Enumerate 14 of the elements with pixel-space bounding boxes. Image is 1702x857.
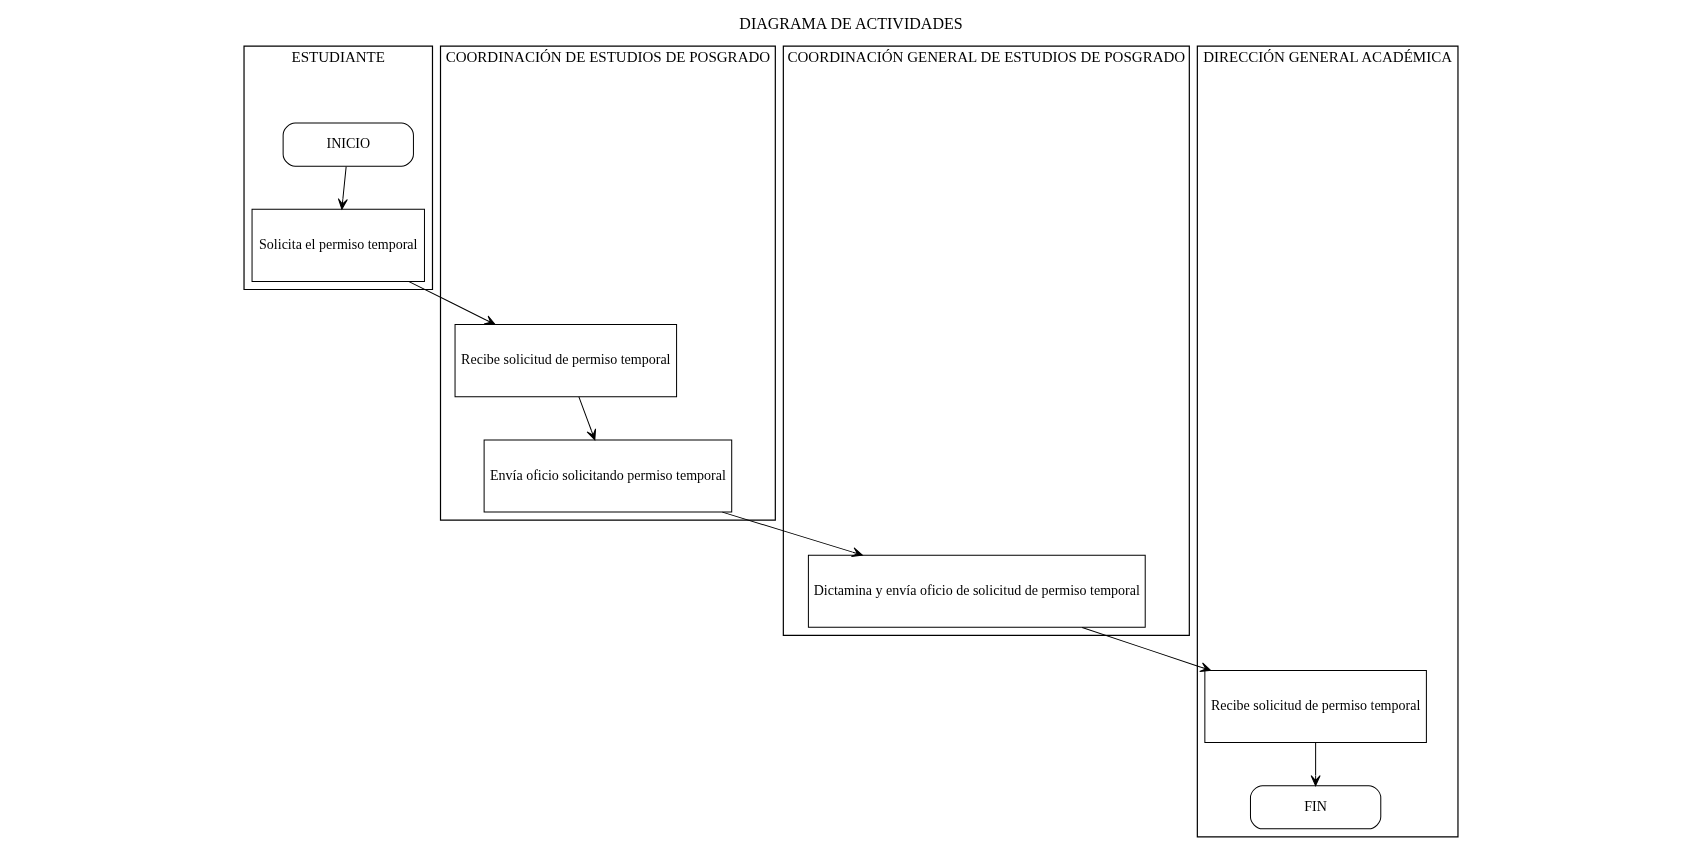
- node-box: INICIO: [282, 122, 414, 167]
- arrow: [408, 281, 496, 325]
- node-box: Solicita el permiso temporal: [251, 208, 425, 282]
- node-box: Envía oficio solicitando permiso temporal: [483, 439, 733, 513]
- arrow: [1310, 742, 1321, 787]
- diagram-title: DIAGRAMA DE ACTIVIDADES: [739, 14, 963, 32]
- node-box: FIN: [1249, 785, 1382, 830]
- node-box: Recibe solicitud de permiso temporal: [454, 324, 678, 398]
- arrow: [1081, 626, 1212, 673]
- arrow: [721, 511, 863, 557]
- arrow: [337, 166, 348, 210]
- arrow: [578, 396, 597, 441]
- node-box: Dictamina y envía oficio de solicitud de permiso temporal: [807, 554, 1146, 628]
- node-box: Recibe solicitud de permiso temporal: [1204, 669, 1427, 744]
